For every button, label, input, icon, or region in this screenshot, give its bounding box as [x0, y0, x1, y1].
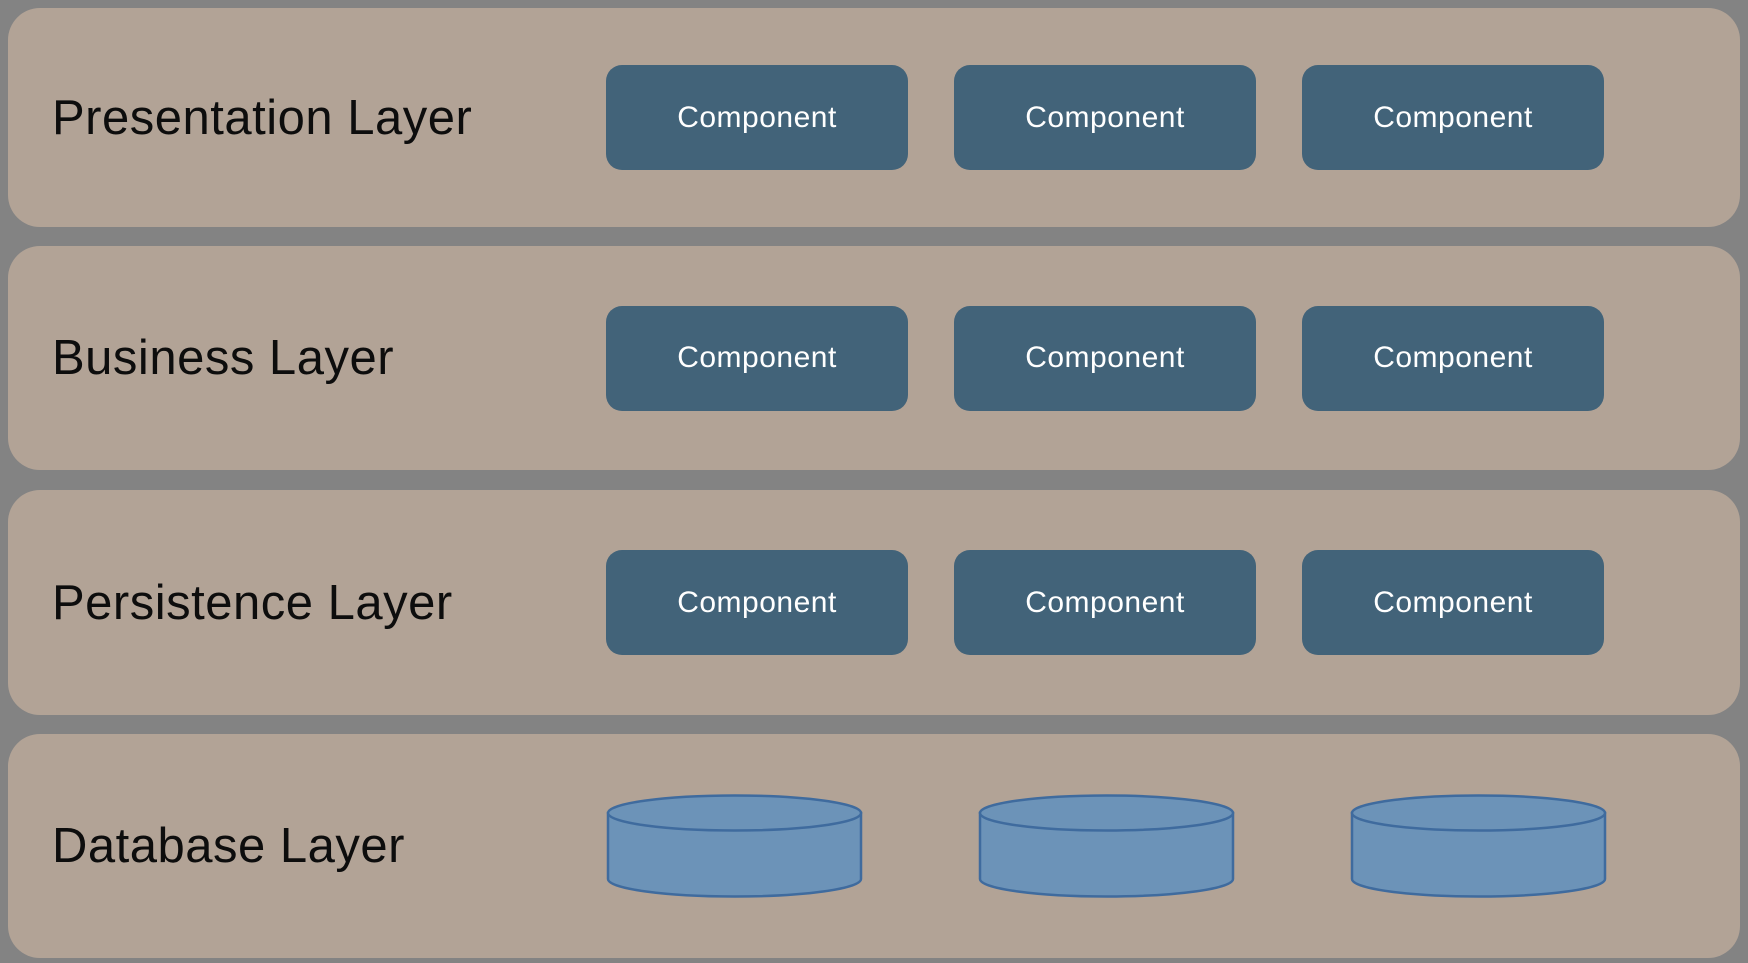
component-box: Component	[954, 550, 1256, 655]
component-row: Component Component Component	[606, 8, 1604, 227]
layer-persistence: Persistence Layer Component Component Co…	[8, 490, 1740, 715]
component-box: Component	[954, 305, 1256, 411]
component-box: Component	[606, 65, 908, 170]
component-label: Component	[1025, 100, 1185, 134]
database-cylinder-icon	[978, 794, 1235, 898]
layer-label-presentation: Presentation Layer	[52, 90, 473, 145]
component-row: Component Component Component	[606, 490, 1604, 715]
component-label: Component	[677, 100, 837, 134]
layer-label-database: Database Layer	[52, 819, 405, 873]
layer-database: Database Layer	[8, 734, 1740, 958]
component-label: Component	[677, 585, 837, 619]
layer-label-persistence: Persistence Layer	[52, 575, 453, 630]
component-row: Component Component Component	[606, 246, 1604, 470]
component-box: Component	[1302, 65, 1604, 170]
component-box: Component	[606, 305, 908, 411]
database-cylinder-icon	[1350, 794, 1607, 898]
layer-presentation: Presentation Layer Component Component C…	[8, 8, 1740, 227]
component-label: Component	[1025, 585, 1185, 619]
component-box: Component	[606, 550, 908, 655]
database-row	[606, 734, 1607, 958]
database-cylinder-icon	[606, 794, 863, 898]
component-label: Component	[1373, 585, 1533, 619]
component-box: Component	[1302, 305, 1604, 411]
component-label: Component	[677, 341, 837, 374]
component-label: Component	[1025, 341, 1185, 374]
layer-business: Business Layer Component Component Compo…	[8, 246, 1740, 470]
component-label: Component	[1373, 100, 1533, 134]
component-box: Component	[954, 65, 1256, 170]
component-box: Component	[1302, 550, 1604, 655]
layer-label-business: Business Layer	[52, 331, 395, 385]
component-label: Component	[1373, 341, 1533, 374]
